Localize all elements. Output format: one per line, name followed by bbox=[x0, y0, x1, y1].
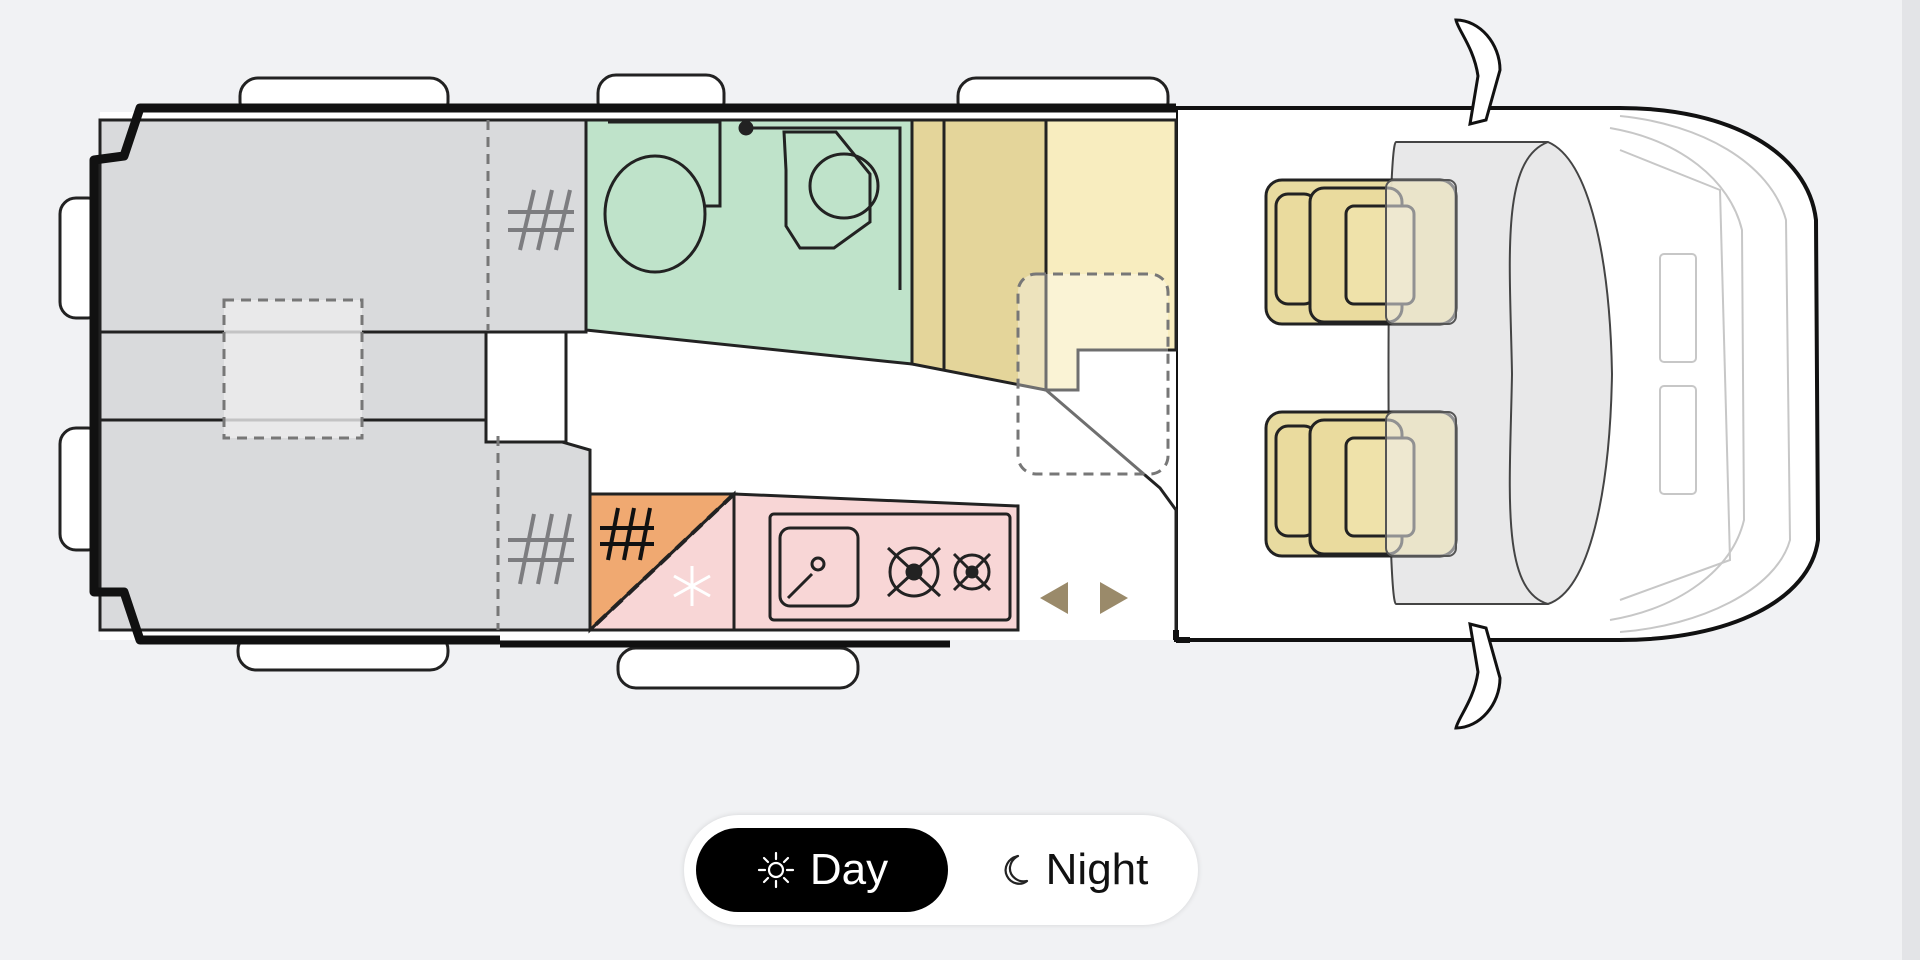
mirror-left-icon bbox=[1454, 18, 1502, 127]
hob-icon bbox=[886, 546, 992, 598]
roof-hatch-front bbox=[1016, 272, 1170, 476]
night-label: Night bbox=[1045, 845, 1149, 894]
shelf-hatch-icon-2 bbox=[508, 513, 574, 585]
shelf-hatch-icon bbox=[508, 189, 574, 251]
rear-bed-slot bbox=[484, 330, 568, 444]
page-edge bbox=[1902, 0, 1920, 960]
wheel-mid-right bbox=[616, 646, 860, 690]
floorplan bbox=[58, 18, 1821, 730]
arrow-left-icon bbox=[1040, 582, 1068, 614]
sink-icon bbox=[778, 526, 860, 608]
rear-bed-top bbox=[98, 118, 588, 334]
mirror-right-icon bbox=[1454, 621, 1502, 730]
shelf-hatch-icon-3 bbox=[600, 507, 654, 561]
day-toggle-button[interactable]: Day bbox=[696, 828, 948, 912]
arrow-right-icon bbox=[1100, 582, 1128, 614]
living-outline bbox=[89, 103, 1176, 645]
toilet-icon bbox=[603, 120, 722, 274]
view-toggle: Day Night bbox=[684, 815, 1198, 925]
snowflake-icon bbox=[673, 566, 711, 606]
washbasin-icon bbox=[738, 120, 902, 290]
roof-hatch-rear bbox=[222, 298, 364, 440]
moon-icon bbox=[1004, 854, 1028, 885]
day-label: Day bbox=[809, 845, 889, 894]
sun-icon bbox=[757, 851, 794, 889]
rear-bed-bottom bbox=[98, 418, 592, 632]
night-toggle-button[interactable]: Night bbox=[952, 828, 1188, 912]
